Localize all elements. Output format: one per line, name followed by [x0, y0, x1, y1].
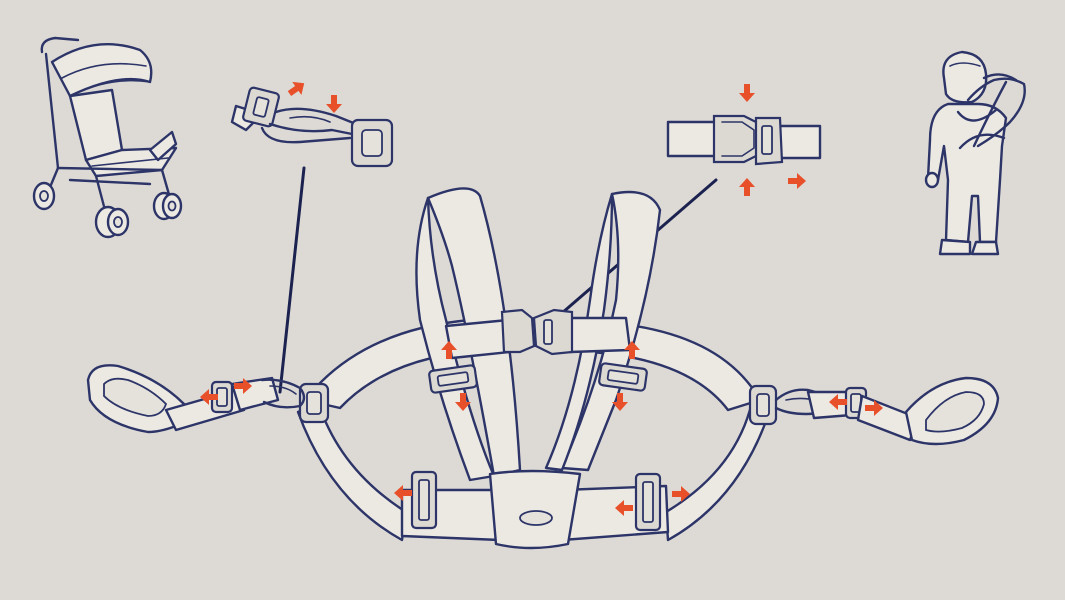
- harness-icon: [296, 187, 778, 550]
- direction-arrow-icon: [326, 95, 342, 113]
- left-tether-strap: [86, 364, 306, 434]
- direction-arrow-icon: [739, 84, 755, 102]
- clip-hook-icon: [230, 76, 394, 168]
- buckle-icon: [666, 84, 822, 196]
- right-tether-strap: [774, 376, 1000, 446]
- stroller-icon: [32, 36, 183, 239]
- direction-arrow-icon: [788, 173, 806, 189]
- leader-line-clip: [278, 166, 306, 394]
- direction-arrow-icon: [739, 178, 755, 196]
- child-icon: [924, 50, 1026, 256]
- direction-arrow-icon: [284, 76, 309, 101]
